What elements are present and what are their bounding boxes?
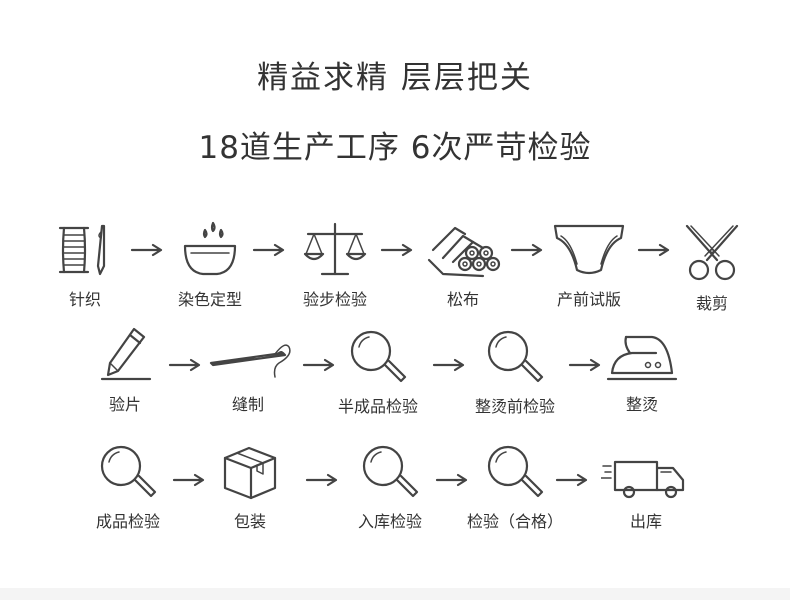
headline-primary: 精益求精 层层把关 <box>257 60 533 96</box>
step-packaging: 包装 <box>190 440 310 532</box>
step-shipping-out: 出库 <box>586 440 706 532</box>
step-label: 松布 <box>446 290 479 309</box>
step-pre-ironing-inspection: 整烫前检验 <box>455 325 575 417</box>
bottom-divider <box>0 588 790 600</box>
balance-scale-icon <box>303 222 367 276</box>
box-icon <box>223 446 277 500</box>
step-label: 缝制 <box>231 395 264 414</box>
sewing-needle-icon <box>209 344 291 378</box>
arrow-right-icon <box>432 358 465 372</box>
step-label: 出库 <box>629 512 662 531</box>
step-fabric-relaxing: 松布 <box>403 220 523 310</box>
headline-secondary: 18道生产工序 6次严苛检验 <box>198 130 592 166</box>
step-sewing: 缝制 <box>188 325 308 415</box>
dye-bowl-icon <box>183 221 237 276</box>
step-cutting: 裁剪 <box>652 220 772 314</box>
step-label: 半成品检验 <box>337 397 418 416</box>
underwear-icon <box>553 224 625 275</box>
step-label: 检验（合格） <box>466 512 563 531</box>
spool-needle-icon <box>58 224 106 276</box>
step-label: 整烫 <box>625 395 658 414</box>
arrow-right-icon <box>172 473 205 487</box>
step-label: 验步检验 <box>302 290 367 309</box>
magnifier-icon <box>487 445 544 498</box>
arrow-right-icon <box>435 473 468 487</box>
step-knitting: 针织 <box>25 220 145 310</box>
fabric-rolls-icon <box>427 226 501 278</box>
step-label: 入库检验 <box>357 512 422 531</box>
step-label: 验片 <box>108 395 141 414</box>
step-dyeing: 染色定型 <box>150 220 270 310</box>
step-label: 裁剪 <box>695 294 728 313</box>
step-panel-inspection: 验片 <box>65 325 185 415</box>
arrow-right-icon <box>305 473 338 487</box>
arrow-right-icon <box>168 358 201 372</box>
step-label: 成品检验 <box>95 512 160 531</box>
step-semi-finished-inspection: 半成品检验 <box>318 325 438 417</box>
step-label: 针织 <box>68 290 101 309</box>
magnifier-icon <box>487 330 544 383</box>
arrow-right-icon <box>130 243 163 257</box>
arrow-right-icon <box>302 358 335 372</box>
step-final-inspection-passed: 检验（合格） <box>455 440 575 532</box>
scissors-icon <box>685 224 739 281</box>
arrow-right-icon <box>252 243 285 257</box>
step-ironing: 整烫 <box>582 325 702 415</box>
step-label: 整烫前检验 <box>474 397 555 416</box>
magnifier-icon <box>362 445 419 498</box>
arrow-right-icon <box>510 243 543 257</box>
pencil-icon <box>100 327 152 381</box>
step-finished-product-inspection: 成品检验 <box>68 440 188 532</box>
arrow-right-icon <box>568 358 601 372</box>
step-cloth-inspection: 验步检验 <box>275 220 395 310</box>
step-label: 产前试版 <box>556 290 621 309</box>
step-label: 包装 <box>233 512 266 531</box>
arrow-right-icon <box>380 243 413 257</box>
arrow-right-icon <box>555 473 588 487</box>
step-label: 染色定型 <box>177 290 242 309</box>
delivery-truck-icon <box>601 460 685 499</box>
step-warehouse-inspection: 入库检验 <box>330 440 450 532</box>
magnifier-icon <box>350 330 407 383</box>
iron-icon <box>606 335 678 381</box>
magnifier-icon <box>100 445 157 498</box>
arrow-right-icon <box>637 243 670 257</box>
step-pre-production-sample: 产前试版 <box>529 220 649 310</box>
